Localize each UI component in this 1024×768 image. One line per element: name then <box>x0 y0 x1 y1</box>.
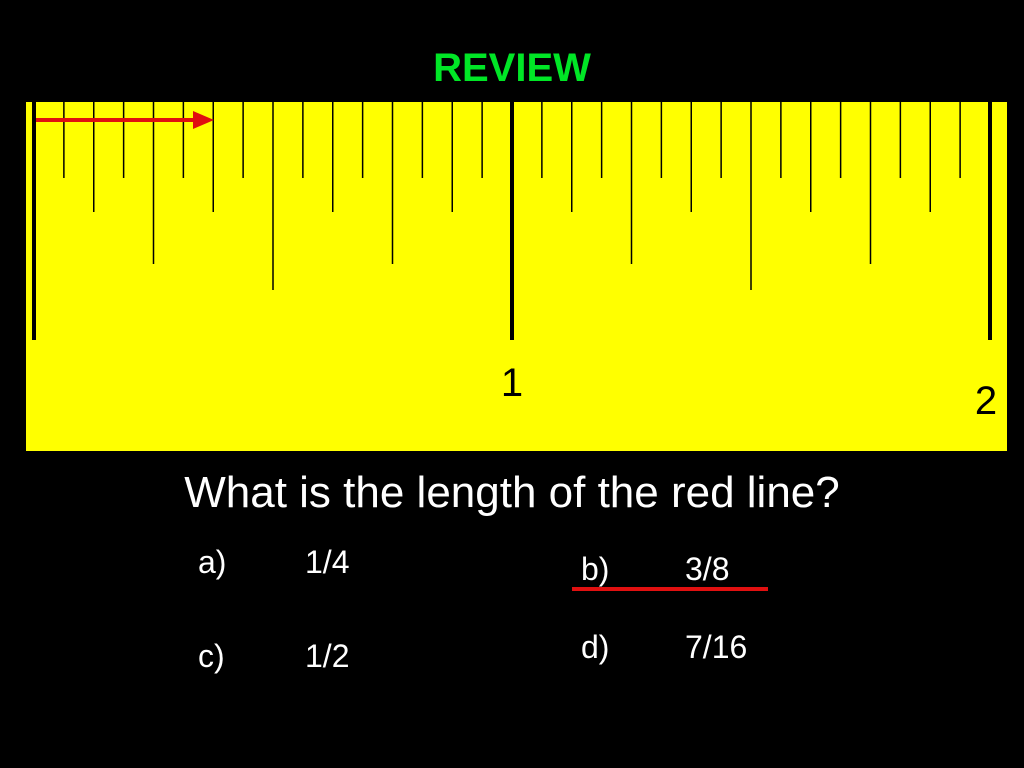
red-arrow-head <box>193 111 214 129</box>
answer-b-underline <box>572 587 768 591</box>
answer-d-value: 7/16 <box>685 629 748 665</box>
slide-title: REVIEW <box>433 46 591 90</box>
answer-a-letter: a) <box>198 544 227 580</box>
question-text: What is the length of the red line? <box>184 468 840 517</box>
ruler-label-2: 2 <box>975 379 997 423</box>
ruler-label-1: 1 <box>501 361 523 405</box>
answer-b-value: 3/8 <box>685 551 730 587</box>
ruler-body <box>26 102 1007 451</box>
answer-c-value: 1/2 <box>305 638 350 674</box>
answer-a-value: 1/4 <box>305 544 350 580</box>
answer-d-letter: d) <box>581 629 610 665</box>
red-arrow <box>36 111 214 129</box>
answer-c-letter: c) <box>198 638 225 674</box>
answer-b-letter: b) <box>581 551 610 587</box>
ruler-ticks <box>32 102 992 340</box>
